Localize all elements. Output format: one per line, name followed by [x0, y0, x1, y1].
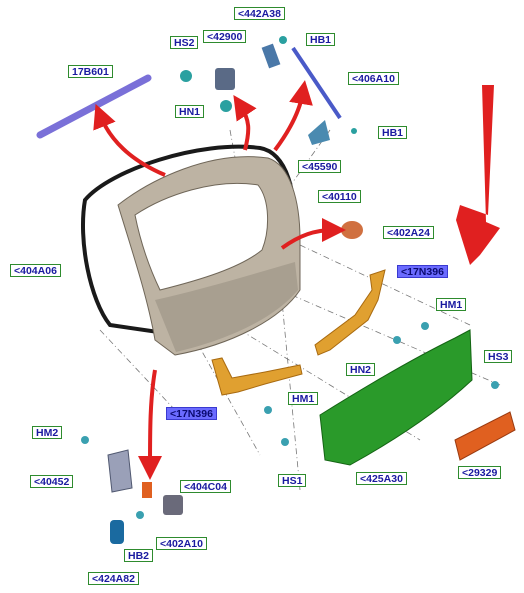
tailgate-lower-shading [155, 262, 298, 352]
label-442a38: <442A38 [234, 7, 285, 20]
label-40452: <40452 [30, 475, 74, 488]
clips [81, 322, 499, 519]
label-17b601: 17B601 [68, 65, 113, 78]
big-red-arrow [456, 85, 500, 265]
label-404c04: <404C04 [180, 480, 231, 493]
latch-lock [163, 495, 183, 515]
label-45590: <45590 [298, 160, 342, 173]
bracket-left [211, 357, 303, 396]
tailgate-window-opening [134, 182, 269, 291]
label-425a30: <425A30 [356, 472, 407, 485]
label-40110: <40110 [318, 190, 361, 203]
label-hb2: HB2 [124, 549, 154, 562]
label-hm1-mid: HM1 [288, 392, 319, 405]
label-hs2: HS2 [170, 36, 199, 49]
rubber-bumper [341, 221, 363, 239]
label-hn1-top: HN1 [175, 105, 205, 118]
label-29329: <29329 [458, 466, 502, 479]
label-404a06: <404A06 [10, 264, 61, 277]
label-406a10: <406A10 [348, 72, 399, 85]
label-hm1-right: HM1 [436, 298, 467, 311]
rear-spoiler [319, 329, 473, 466]
reflector-strip [454, 411, 516, 461]
hinge-right [261, 36, 287, 69]
latch-bracket [107, 449, 133, 493]
latch-pad [142, 482, 152, 498]
label-hn2: HN2 [346, 363, 376, 376]
label-42900: <42900 [203, 30, 247, 43]
label-402a24: <402A24 [383, 226, 434, 239]
hinge-top [180, 68, 235, 112]
bracket-right [314, 269, 386, 356]
label-hb1-right: HB1 [378, 126, 408, 139]
label-hb1-top: HB1 [306, 33, 336, 46]
label-402a10: <402A10 [156, 537, 207, 550]
label-hs3: HS3 [484, 350, 513, 363]
wiper-strip [36, 74, 152, 139]
gas-strut [291, 46, 342, 120]
label-17n396-right: <17N396 [397, 265, 448, 278]
label-hs1: HS1 [278, 474, 307, 487]
label-hm2: HM2 [32, 426, 63, 439]
label-17n396-left: <17N396 [166, 407, 217, 420]
light-housing [110, 520, 124, 544]
red-arrows [93, 80, 346, 480]
strut-bracket [308, 120, 357, 145]
label-424a82: <424A82 [88, 572, 139, 585]
